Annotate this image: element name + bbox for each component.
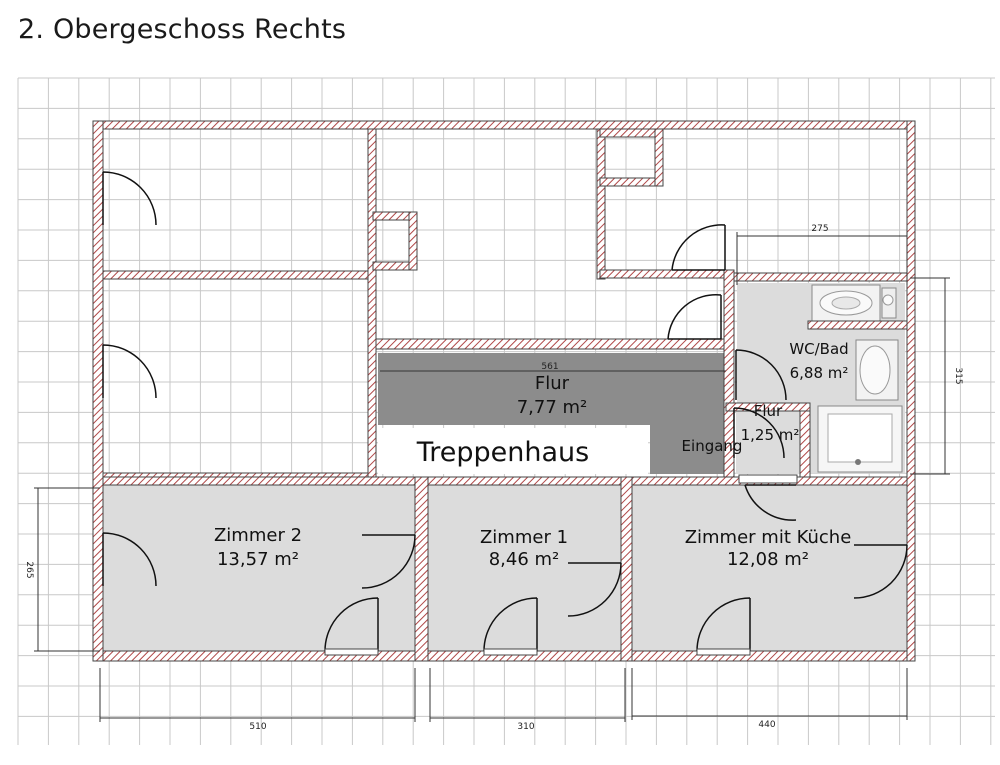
toilet-icon [881, 287, 897, 319]
room-name-flur-small: Flur [754, 402, 783, 420]
dimension-label: 310 [517, 722, 534, 732]
dimension-label: 275 [811, 224, 828, 234]
room-name-flur: Flur [535, 373, 570, 394]
dimension-lines [34, 232, 950, 722]
room-name-zimmer-2: Zimmer 2 [214, 525, 302, 546]
room-name-wc-bad: WC/Bad [789, 340, 848, 358]
door-arc [667, 293, 722, 340]
door-arc [853, 544, 908, 599]
door-arc [744, 484, 797, 521]
dimension-label: 265 [24, 561, 34, 578]
room-area-kueche: 12,08 m² [727, 549, 809, 570]
room-name-kueche: Zimmer mit Küche [685, 527, 852, 548]
door-arc [102, 344, 157, 399]
room-area-zimmer-2: 13,57 m² [217, 549, 299, 570]
room-fill-flur [378, 353, 724, 474]
shower-icon [817, 405, 903, 473]
eingang-label: Eingang [682, 437, 743, 455]
treppenhaus-area [378, 428, 648, 474]
dimension-label: 315 [953, 367, 963, 384]
door-arc [361, 534, 416, 589]
room-area-wc-bad: 6,88 m² [790, 364, 849, 382]
room-area-zimmer-1: 8,46 m² [489, 549, 560, 570]
room-fill-kueche [632, 485, 907, 651]
washbasin-icon [811, 284, 881, 322]
bathtub-icon [855, 339, 899, 401]
door-arc [671, 224, 726, 271]
door-arc [102, 171, 157, 226]
door-arc [102, 532, 157, 587]
door-openings [324, 474, 798, 656]
dimension-label: 561 [541, 362, 558, 372]
walls [92, 120, 916, 662]
room-fill-zimmer-2 [103, 485, 415, 651]
dimension-label: 440 [758, 720, 775, 730]
door-arc [733, 407, 785, 459]
treppenhaus-label: Treppenhaus [416, 437, 589, 468]
page-title: 2. Obergeschoss Rechts [18, 14, 347, 45]
dimension-label: 510 [249, 722, 266, 732]
room-name-zimmer-1: Zimmer 1 [480, 527, 568, 548]
door-arc [735, 349, 787, 401]
room-area-flur-small: 1,25 m² [741, 426, 800, 444]
door-arc [567, 562, 622, 617]
room-fill-zimmer-1 [428, 485, 621, 651]
room-fill-flur-small [736, 408, 804, 474]
room-area-flur: 7,77 m² [517, 397, 588, 418]
